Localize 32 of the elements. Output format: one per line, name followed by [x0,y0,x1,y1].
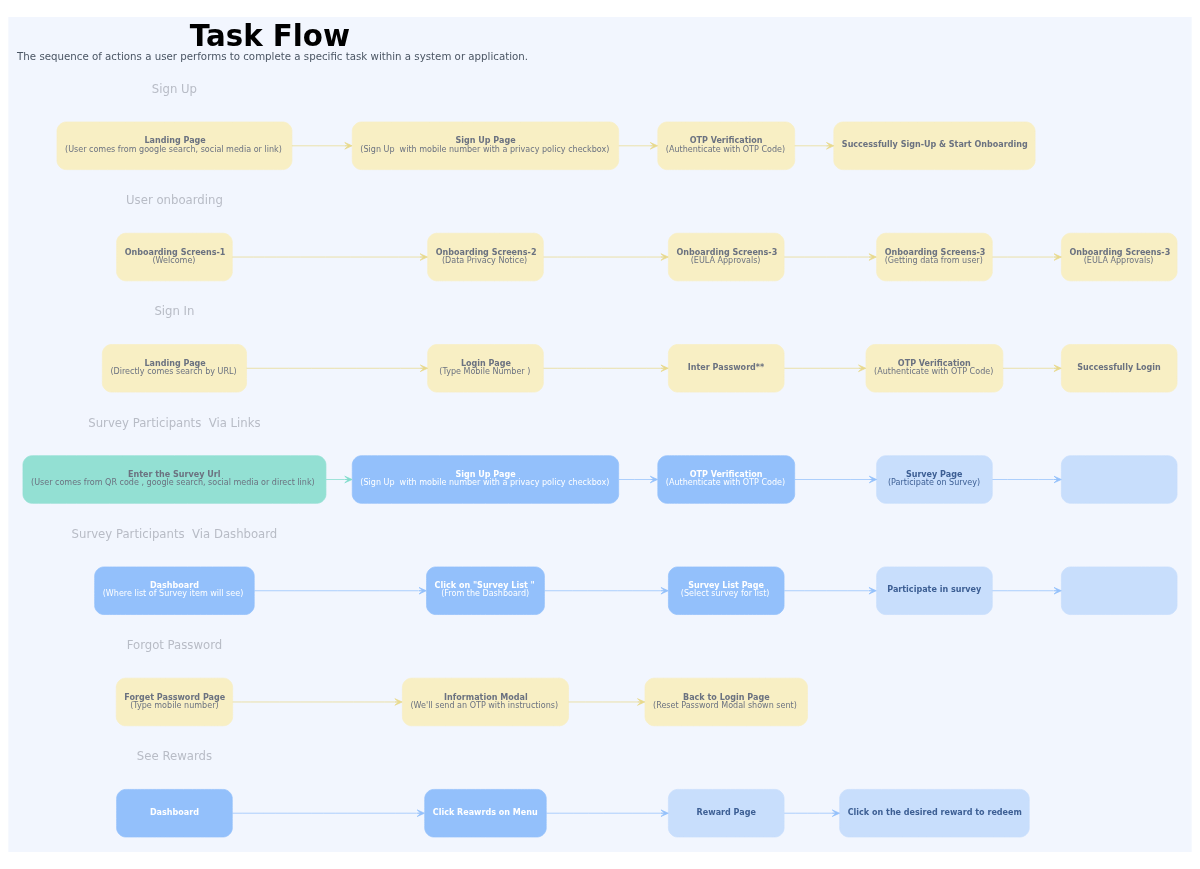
label: Survey Participants Via Links [88,415,261,430]
arrow [992,253,1062,261]
label: User onboarding [126,193,223,208]
arrow [794,475,877,484]
arrow [992,587,1062,595]
label: Forgot Password [126,638,223,653]
arrow [783,364,867,372]
arrow [783,809,840,817]
arrow [545,809,669,817]
arrow [543,364,669,372]
arrow [291,142,353,150]
arrow [618,142,658,150]
label: See Rewards [136,749,213,764]
arrow [783,587,877,595]
arrow [783,253,877,261]
arrow [794,142,835,150]
arrow [544,587,669,595]
arrow [231,253,428,261]
label: Survey Participants Via Dashboard [71,526,278,541]
arrow [543,253,669,261]
arrow [568,698,646,706]
arrow [253,587,427,595]
arrow [231,809,425,817]
arrow [1002,364,1062,372]
label: Sign Up [151,81,198,96]
arrow [246,364,428,372]
arrow [232,698,403,706]
arrow [992,475,1062,484]
node-box [1061,455,1178,504]
node-box [1061,566,1178,615]
arrow [325,475,353,484]
arrow [618,475,658,484]
